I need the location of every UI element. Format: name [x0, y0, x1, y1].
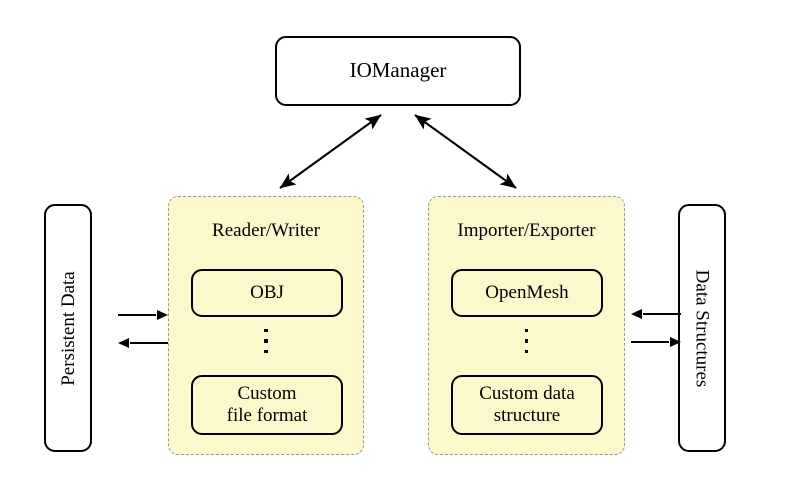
importer-exporter-item-openmesh[interactable]: OpenMesh	[451, 269, 603, 317]
reader-writer-panel[interactable]: Reader/Writer OBJ Custom file format	[168, 196, 364, 455]
importer-exporter-item-custom-data-structure-label: Custom data structure	[479, 383, 575, 428]
arrow-persistent-data-to-reader-writer	[118, 314, 156, 317]
custom-data-structure-line1: Custom data	[479, 382, 575, 404]
custom-data-structure-line2: structure	[493, 405, 561, 426]
persistent-data-label: Persistent Data	[57, 270, 79, 386]
arrow-data-structures-to-importer-exporter	[643, 313, 681, 316]
reader-writer-item-obj[interactable]: OBJ	[191, 269, 343, 317]
reader-writer-title: Reader/Writer	[212, 220, 320, 241]
reader-writer-item-obj-label: OBJ	[250, 281, 284, 303]
arrow-importer-exporter-to-data-structures	[631, 341, 669, 344]
reader-writer-item-custom-file-format-label: Custom file format	[227, 383, 308, 428]
connector-manager-importer-exporter	[414, 114, 517, 189]
persistent-data-box[interactable]: Persistent Data	[44, 204, 92, 452]
custom-file-format-line1: Custom	[237, 382, 297, 404]
custom-file-format-line2: file format	[226, 405, 308, 426]
arrow-reader-writer-to-persistent-data	[130, 342, 168, 345]
importer-exporter-panel[interactable]: Importer/Exporter OpenMesh Custom data s…	[428, 196, 625, 455]
importer-exporter-title: Importer/Exporter	[457, 220, 596, 241]
data-structures-label: Data Structures	[691, 269, 713, 387]
reader-writer-item-custom-file-format[interactable]: Custom file format	[191, 375, 343, 435]
iomanager-label: IOManager	[349, 58, 447, 83]
connector-manager-reader-writer	[279, 114, 382, 189]
importer-exporter-item-openmesh-label: OpenMesh	[485, 281, 569, 303]
reader-writer-ellipsis-icon	[169, 329, 363, 354]
iomanager-box[interactable]: IOManager	[275, 36, 521, 106]
importer-exporter-item-custom-data-structure[interactable]: Custom data structure	[451, 375, 603, 435]
data-structures-box[interactable]: Data Structures	[678, 204, 726, 452]
importer-exporter-ellipsis-icon	[429, 329, 624, 354]
